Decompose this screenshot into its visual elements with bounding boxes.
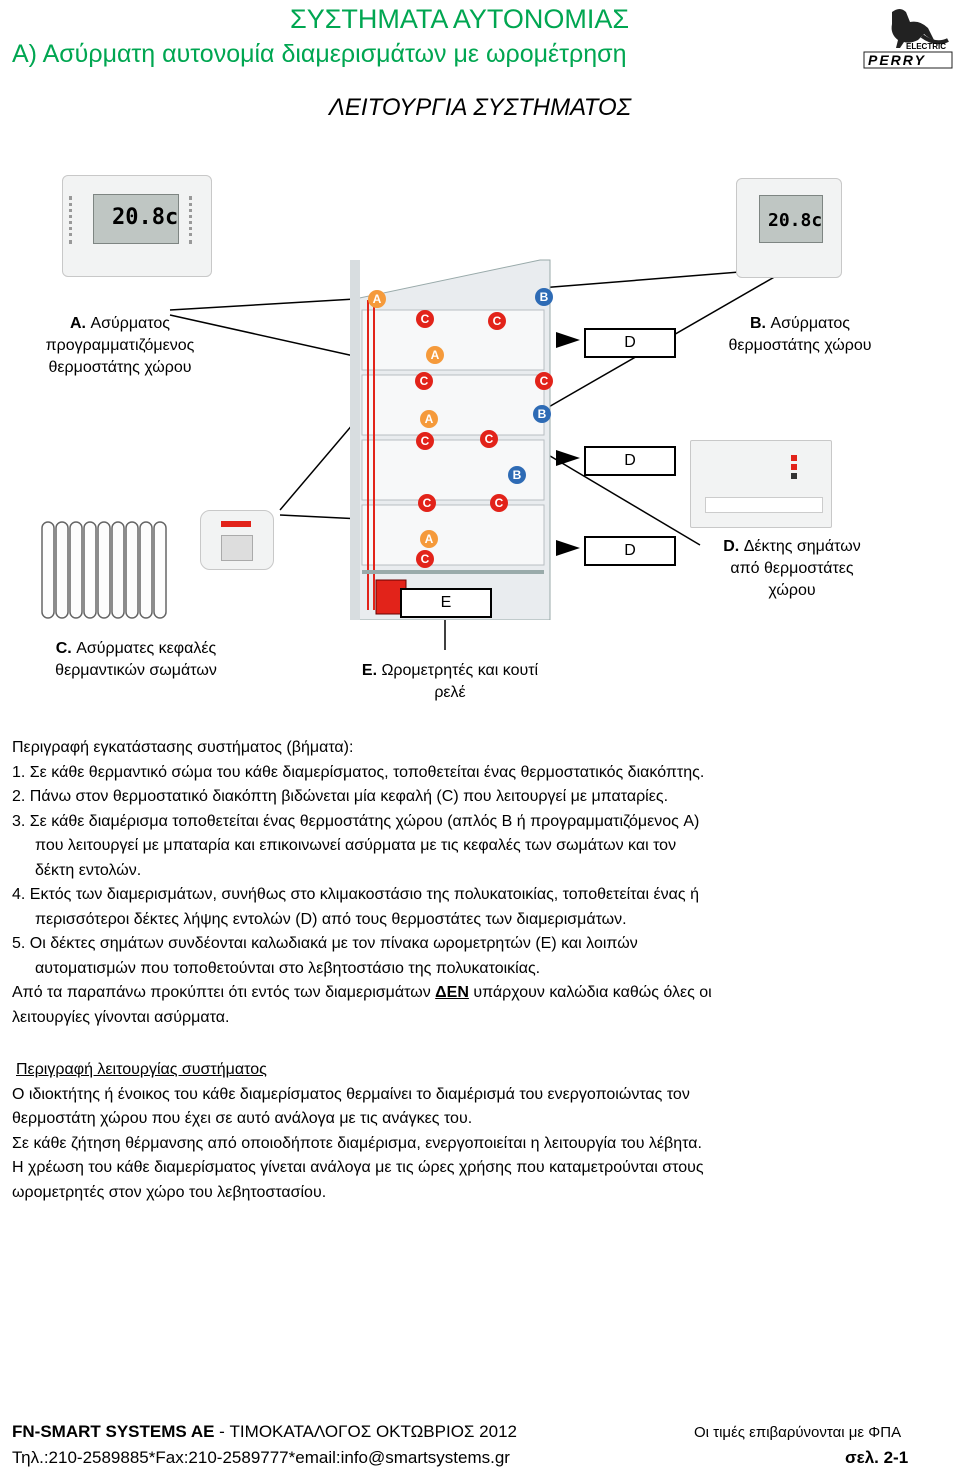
caption-e: E. Ωρομετρητές και κουτί ρελέ	[360, 660, 540, 704]
install-step-line: 3. Σε κάθε διαμέρισμα τοποθετείται ένας …	[12, 812, 700, 830]
footer-company: FN-SMART SYSTEMS AE - ΤΙΜΟΚΑΤΑΛΟΓΟΣ ΟΚΤΩ…	[12, 1422, 517, 1442]
caption-b-letter: B.	[749, 315, 766, 332]
operation-line: Σε κάθε ζήτηση θέρμανσης από οποιοδήποτε…	[12, 1134, 702, 1152]
perry-logo: ELECTRIC PERRY	[862, 6, 954, 70]
conclusion-bold: ΔΕΝ	[435, 984, 469, 1001]
marker-c-2: C	[488, 312, 506, 330]
marker-a-4: A	[420, 530, 438, 548]
footer-page-number: σελ. 2-1	[845, 1448, 909, 1467]
thermostat-lcd: 20.8c	[93, 194, 179, 244]
operation-line: Ο ιδιοκτήτης ή ένοικος του κάθε διαμερίσ…	[12, 1085, 690, 1103]
caption-a-text: Ασύρματος προγραμματιζόμενος θερμοστάτης…	[45, 315, 195, 376]
install-step-line: 1. Σε κάθε θερμαντικό σώμα του κάθε διαμ…	[12, 763, 705, 781]
tag-e: E	[400, 588, 492, 618]
caption-b-text: Ασύρματος θερμοστάτης χώρου	[728, 315, 872, 354]
conclusion-pre: Από τα παραπάνω προκύπτει ότι εντός των …	[12, 984, 436, 1001]
radiator-head-image	[200, 510, 274, 570]
tag-d-2: D	[584, 446, 676, 476]
install-step-line: αυτοματισμών που τοποθετούνται στο λεβητ…	[35, 959, 541, 977]
marker-c-9: C	[416, 550, 434, 568]
lcd-reading-b: 20.8c	[768, 210, 823, 231]
marker-c-3: C	[415, 372, 433, 390]
operation-line: ωρομετρητές στον χώρο του λεβητοστασίου.	[12, 1183, 327, 1201]
caption-b: B. Ασύρματος θερμοστάτης χώρου	[710, 313, 890, 357]
caption-d: D. Δέκτης σημάτων από θερμοστάτες χώρου	[712, 536, 872, 602]
caption-c: C. Ασύρματες κεφαλές θερμαντικών σωμάτων	[36, 638, 236, 682]
marker-b-3: B	[508, 466, 526, 484]
caption-d-letter: D.	[723, 538, 740, 555]
conclusion-post: υπάρχουν καλώδια καθώς όλες οι	[468, 984, 712, 1001]
caption-e-letter: E.	[361, 662, 378, 679]
logo-sub-text: ELECTRIC	[906, 42, 946, 51]
building-illustration	[349, 240, 560, 621]
install-step-line: 4. Εκτός των διαμερισμάτων, συνήθως στο …	[12, 886, 699, 903]
marker-c-4: C	[535, 372, 553, 390]
page-title: ΣΥΣΤΗΜΑΤΑ ΑΥΤΟΝΟΜΙΑΣ	[290, 4, 630, 34]
page-subtitle: Α) Ασύρματη αυτονομία διαμερισμάτων με ω…	[12, 40, 627, 68]
install-step-line: δέκτη εντολών.	[35, 861, 142, 879]
marker-b-2: B	[533, 405, 551, 423]
thermostat-lcd-b: 20.8c	[759, 195, 823, 243]
caption-c-text: Ασύρματες κεφαλές θερμαντικών σωμάτων	[55, 640, 217, 679]
caption-d-text: Δέκτης σημάτων από θερμοστάτες χώρου	[730, 538, 861, 599]
footer-vat-note: Οι τιμές επιβαρύνονται με ΦΠΑ	[694, 1424, 902, 1441]
marker-a-1: A	[368, 290, 386, 308]
room-thermostat-image: 20.8c	[736, 178, 842, 278]
operation-heading: Περιγραφή λειτουργίας συστήματος	[16, 1061, 267, 1078]
operation-line: θερμοστάτη χώρου που έχει σε αυτό ανάλογ…	[12, 1110, 473, 1127]
marker-c-1: C	[416, 310, 434, 328]
marker-b-1: B	[535, 288, 553, 306]
install-section: Περιγραφή εγκατάστασης συστήματος (βήματ…	[12, 736, 942, 1030]
marker-a-3: A	[420, 410, 438, 428]
caption-a: A. Ασύρματος προγραμματιζόμενος θερμοστά…	[30, 313, 210, 379]
caption-c-letter: C.	[55, 640, 72, 657]
marker-c-8: C	[490, 494, 508, 512]
caption-e-text: Ωρομετρητές και κουτί ρελέ	[381, 662, 539, 701]
receiver-image	[690, 440, 832, 528]
operation-line: Η χρέωση του κάθε διαμερίσματος γίνεται …	[12, 1159, 704, 1176]
marker-c-7: C	[418, 494, 436, 512]
marker-c-6: C	[480, 430, 498, 448]
footer-contact: Τηλ.:210-2589885*Fax:210-2589777*email:i…	[12, 1448, 510, 1467]
section-title: ΛΕΙΤΟΥΡΓΙΑ ΣΥΣΤΗΜΑΤΟΣ	[328, 94, 632, 121]
lcd-reading: 20.8c	[112, 205, 179, 230]
install-step-line: 2. Πάνω στον θερμοστατικό διακόπτη βιδών…	[12, 788, 669, 805]
marker-c-5: C	[416, 432, 434, 450]
install-step-line: περισσότεροι δέκτες λήψης εντολών (D) απ…	[35, 910, 627, 928]
install-step-line: που λειτουργεί με μπαταρία και επικοινων…	[35, 837, 677, 854]
tag-d-1: D	[584, 328, 676, 358]
install-conclusion-line2: λειτουργίες γίνονται ασύρματα.	[12, 1008, 230, 1026]
marker-a-2: A	[426, 346, 444, 364]
operation-section: Περιγραφή λειτουργίας συστήματος Ο ιδιοκ…	[12, 1058, 942, 1205]
logo-text: PERRY	[868, 52, 926, 68]
install-step-line: 5. Οι δέκτες σημάτων συνδέονται καλωδιακ…	[12, 935, 638, 952]
tag-d-3: D	[584, 536, 676, 566]
radiator-image	[40, 520, 180, 620]
footer-company-rest: - ΤΙΜΟΚΑΤΑΛΟΓΟΣ ΟΚΤΩΒΡΙΟΣ 2012	[214, 1422, 517, 1441]
programmable-thermostat-image: 20.8c	[62, 175, 212, 277]
caption-a-letter: A.	[69, 315, 86, 332]
install-conclusion: Από τα παραπάνω προκύπτει ότι εντός των …	[12, 981, 942, 1006]
install-heading: Περιγραφή εγκατάστασης συστήματος (βήματ…	[12, 739, 354, 756]
footer-company-bold: FN-SMART SYSTEMS AE	[12, 1422, 215, 1441]
